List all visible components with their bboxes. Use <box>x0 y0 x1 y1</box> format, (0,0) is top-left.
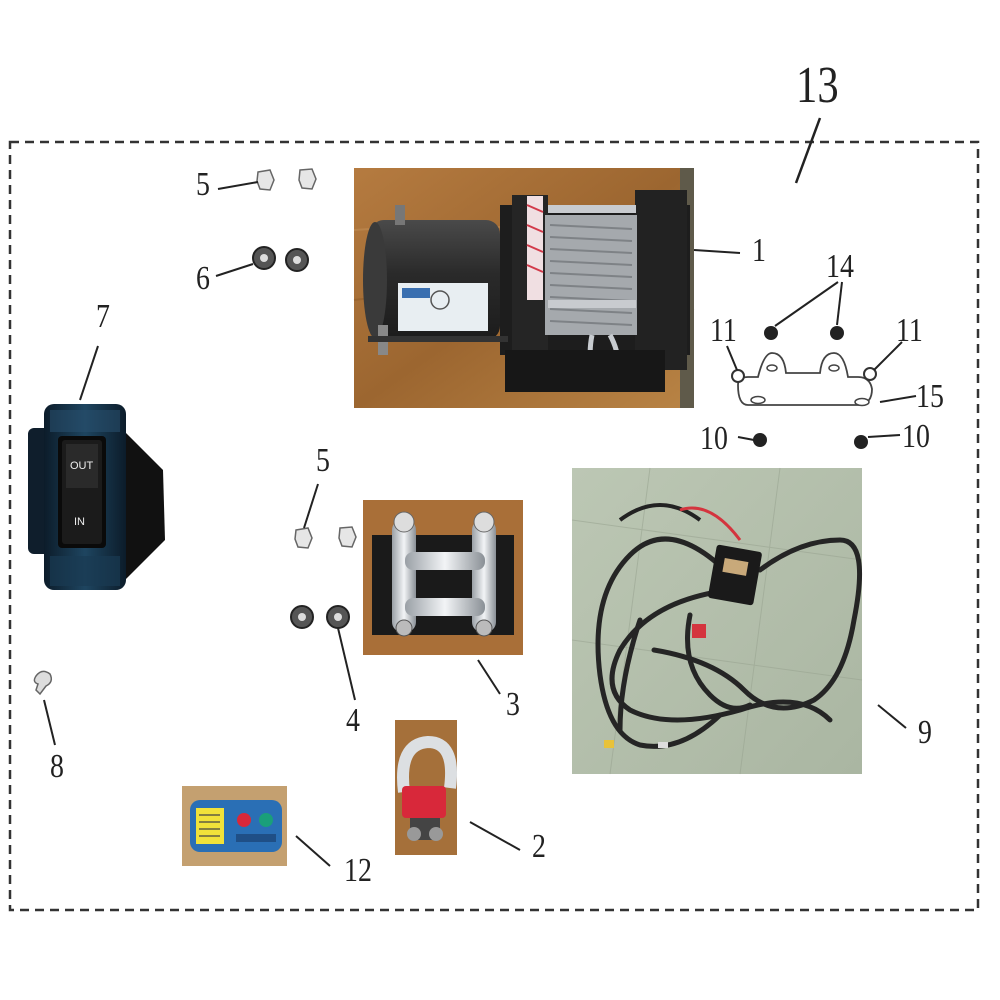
leader-line-13 <box>794 117 822 184</box>
leader-line-11b <box>873 341 903 371</box>
callout-10-right: 10 <box>902 418 930 455</box>
leader-line-15 <box>879 395 917 403</box>
callout-6: 6 <box>196 260 210 297</box>
fairlead-icon <box>363 500 523 655</box>
leader-line-1 <box>693 249 741 254</box>
callout-7: 7 <box>96 298 110 335</box>
leader-line-4 <box>337 627 356 701</box>
callout-15: 15 <box>916 378 944 415</box>
screw-icon <box>33 670 53 696</box>
cable-harness-icon <box>571 467 863 775</box>
leader-line-11a <box>726 345 738 371</box>
bracket-icon <box>731 326 877 449</box>
nut-icon <box>252 246 309 272</box>
leader-line-7 <box>79 345 99 401</box>
leader-line-5-top <box>217 181 259 190</box>
callout-5-top: 5 <box>196 166 210 203</box>
callout-14: 14 <box>826 248 854 285</box>
callout-10-left: 10 <box>700 420 728 457</box>
leader-line-14a <box>774 281 839 327</box>
leader-line-10b <box>867 434 901 438</box>
callout-13: 13 <box>796 57 839 114</box>
shackle-icon <box>395 720 457 855</box>
leader-line-8 <box>43 699 56 746</box>
leader-line-6 <box>215 263 254 277</box>
leader-line-14b <box>836 281 843 326</box>
leader-line-3 <box>477 659 501 695</box>
bolt-icon <box>256 168 317 191</box>
callout-1: 1 <box>752 232 766 269</box>
switch-in-label: IN <box>74 516 85 528</box>
callout-8: 8 <box>50 748 64 785</box>
switch-out-label: OUT <box>70 460 94 472</box>
callout-4: 4 <box>346 702 360 739</box>
leader-line-10a <box>737 436 755 441</box>
callout-5-mid: 5 <box>316 442 330 479</box>
kit-boundary <box>8 140 980 912</box>
callout-12: 12 <box>344 852 372 889</box>
callout-2: 2 <box>532 828 546 865</box>
callout-11-right: 11 <box>896 312 923 349</box>
rocker-switch-icon <box>28 404 165 590</box>
callout-9: 9 <box>918 714 932 751</box>
winch-icon <box>353 168 695 408</box>
leader-line-2 <box>469 821 521 851</box>
leader-line-12 <box>295 835 331 867</box>
leader-line-5-mid <box>303 483 319 529</box>
leader-line-9 <box>877 704 907 729</box>
nut-icon <box>290 605 350 629</box>
remote-control-icon <box>182 786 287 866</box>
callout-3: 3 <box>506 686 520 723</box>
bolt-icon <box>294 526 357 549</box>
callout-11-left: 11 <box>710 312 737 349</box>
